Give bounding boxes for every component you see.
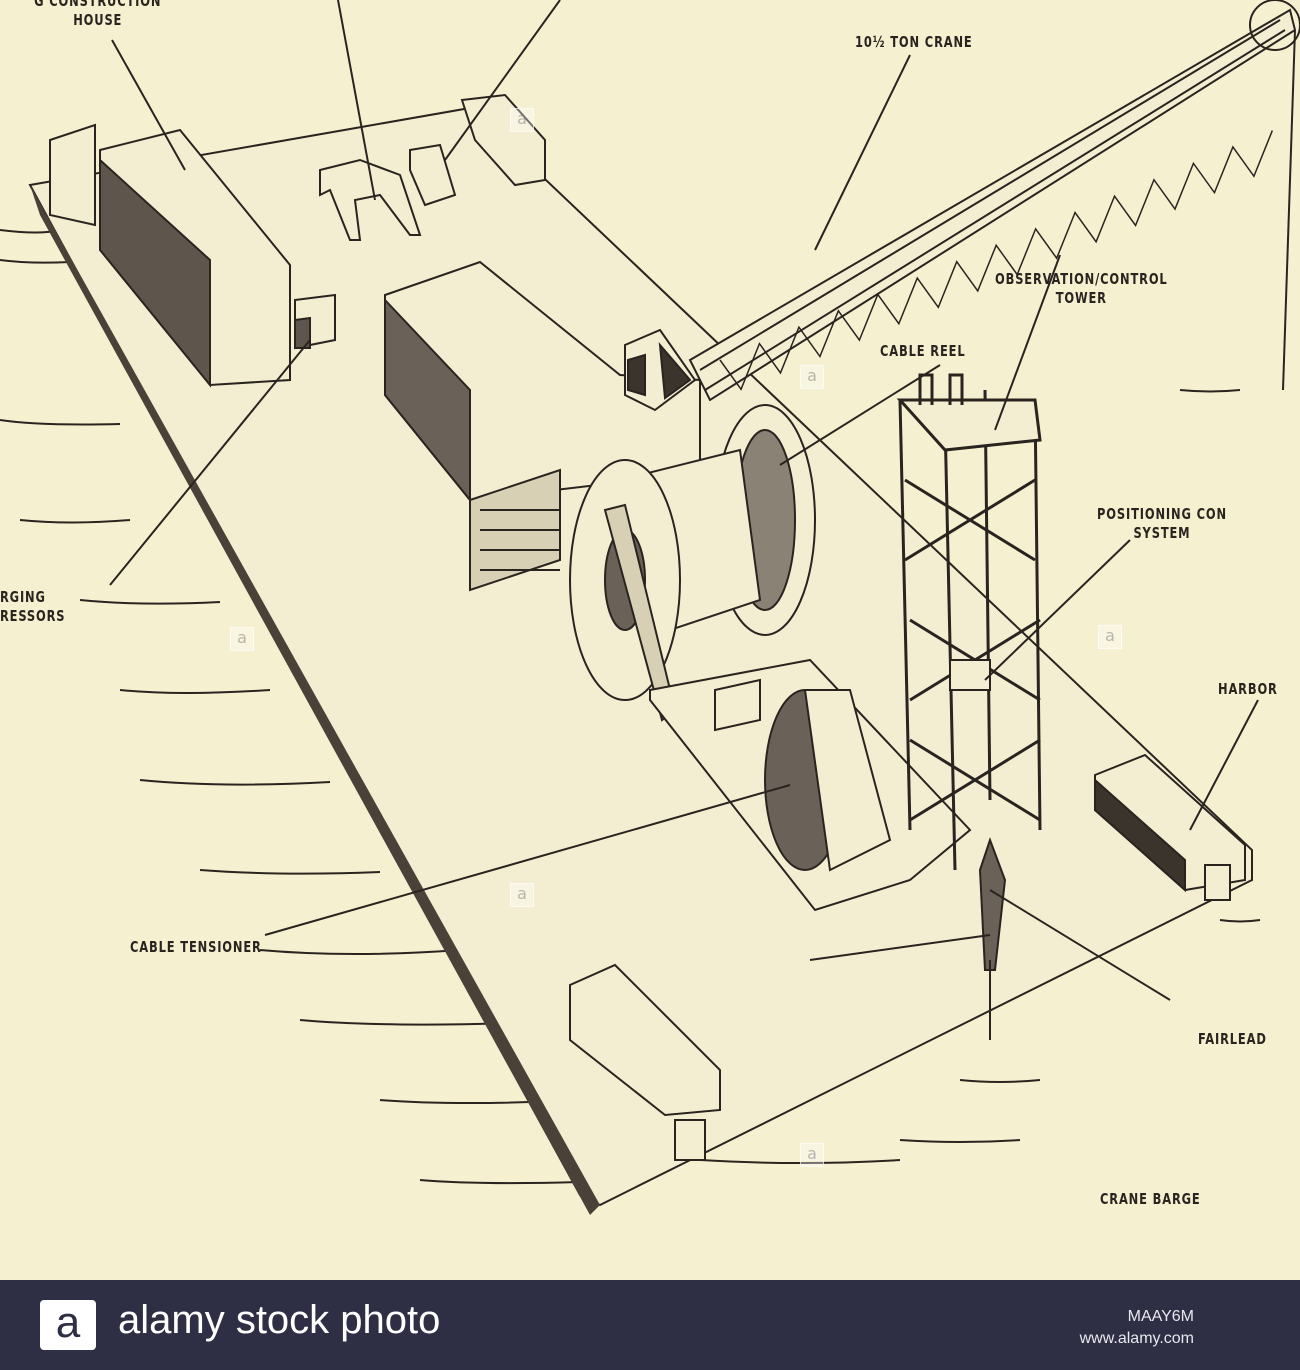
label-harbor: HARBOR: [1218, 680, 1278, 698]
water: [0, 229, 1261, 1185]
cable-tensioner: [649, 658, 972, 912]
label-line: RESSORS: [0, 607, 66, 625]
label-line: RGING: [0, 588, 46, 606]
label-line: G CONSTRUCTION: [34, 0, 162, 10]
watermark-icon: a: [800, 1143, 824, 1167]
barge-illustration: [0, 0, 1300, 1215]
construction-house: [49, 123, 336, 388]
image-id: MAAY6M: [1127, 1308, 1194, 1325]
label-line: HOUSE: [73, 11, 123, 29]
brand-text: alamy stock photo: [118, 1298, 441, 1342]
label-line: SYSTEM: [1133, 524, 1191, 542]
label-line: POSITIONING CON: [1097, 505, 1227, 523]
crane: [384, 0, 1300, 503]
label-crane: 10½ TON CRANE: [855, 33, 973, 51]
leader-lines: [109, 0, 1259, 1001]
label-line: OBSERVATION/CONTROL: [995, 270, 1168, 288]
watermark-icon: a: [800, 365, 824, 389]
cable-reel: [469, 404, 816, 722]
watermark-icon: a: [230, 627, 254, 651]
label-cable-reel: CABLE REEL: [880, 342, 966, 360]
stock-photo-footer: a alamy stock photo MAAY6M www.alamy.com: [0, 1280, 1300, 1370]
label-fairlead: FAIRLEAD: [1198, 1030, 1267, 1048]
harbor-boxes: [569, 753, 1246, 1161]
deck-boxes: [319, 93, 546, 241]
watermark-icon: a: [510, 883, 534, 907]
alamy-logo: a: [40, 1300, 96, 1350]
label-cable-tensioner: CABLE TENSIONER: [130, 938, 262, 956]
watermark-icon: a: [1098, 625, 1122, 649]
label-crane-barge: CRANE BARGE: [1100, 1190, 1201, 1208]
watermark-icon: a: [510, 108, 534, 132]
site-url: www.alamy.com: [1079, 1330, 1194, 1347]
label-line: TOWER: [1055, 289, 1107, 307]
